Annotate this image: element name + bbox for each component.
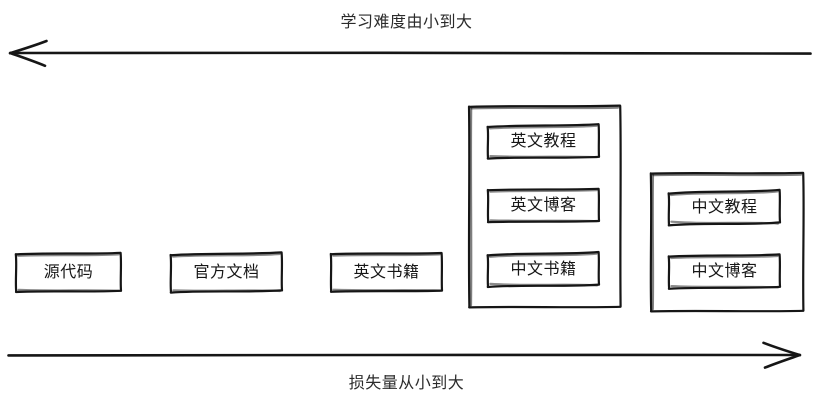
- node-label: 源代码: [43, 262, 94, 281]
- node-chinese-tutorial[interactable]: 中文教程: [667, 188, 782, 227]
- node-label: 中文教程: [691, 197, 758, 216]
- node-chinese-books[interactable]: 中文书籍: [486, 250, 601, 289]
- node-english-tutorial[interactable]: 英文教程: [486, 123, 601, 160]
- node-label: 英文博客: [510, 195, 577, 214]
- node-source-code[interactable]: 源代码: [14, 251, 123, 294]
- node-chinese-blog[interactable]: 中文博客: [667, 253, 782, 290]
- node-official-docs[interactable]: 官方文档: [169, 251, 284, 294]
- node-label: 中文书籍: [510, 259, 577, 278]
- bottom-axis-arrow: [7, 341, 802, 369]
- node-label: 英文书籍: [353, 262, 420, 281]
- node-label: 中文博客: [691, 261, 758, 280]
- node-label: 官方文档: [193, 262, 260, 281]
- node-english-books[interactable]: 英文书籍: [329, 251, 444, 293]
- top-axis-label: 学习难度由小到大: [340, 12, 473, 31]
- bottom-axis-label: 损失量从小到大: [348, 373, 465, 392]
- node-english-blog[interactable]: 英文博客: [486, 187, 601, 224]
- top-axis-arrow: [8, 39, 812, 68]
- node-label: 英文教程: [510, 131, 577, 150]
